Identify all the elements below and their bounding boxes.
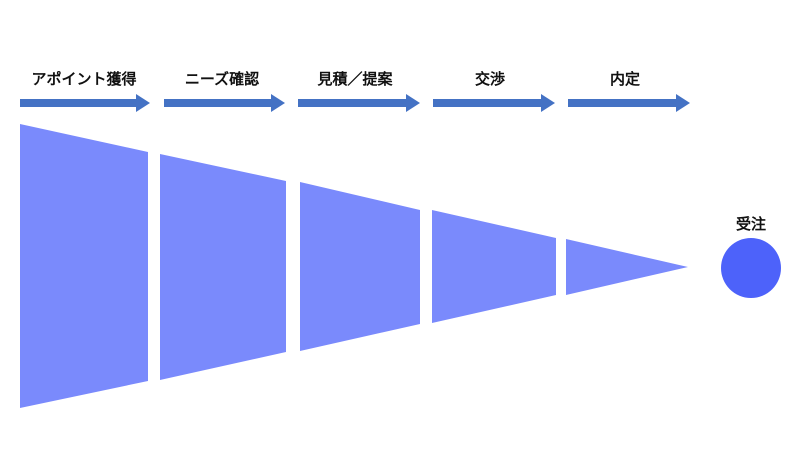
funnel-segment-apo: [20, 124, 148, 408]
stage-label-negotiation: 交渉: [475, 70, 505, 88]
stage-label-naitei: 内定: [610, 70, 640, 88]
stage-label-quote: 見積／提案: [316, 70, 393, 88]
stage-apo: アポイント獲得: [20, 70, 150, 408]
stage-naitei: 内定: [566, 70, 690, 295]
stage-quote: 見積／提案: [298, 70, 420, 351]
funnel-segment-quote: [300, 182, 420, 351]
stage-negotiation: 交渉: [432, 70, 556, 323]
goal-label: 受注: [736, 215, 766, 233]
funnel-segment-negotiation: [432, 210, 556, 323]
funnel-segment-naitei: [566, 239, 688, 295]
stage-arrow-negotiation: [433, 94, 555, 112]
stage-needs: ニーズ確認: [160, 70, 286, 380]
stage-label-needs: ニーズ確認: [185, 70, 259, 88]
stage-label-apo: アポイント獲得: [31, 70, 136, 88]
goal: 受注: [721, 215, 781, 298]
stage-arrow-apo: [20, 94, 150, 112]
stage-arrow-quote: [298, 94, 420, 112]
stage-arrow-needs: [164, 94, 285, 112]
stage-arrow-naitei: [568, 94, 690, 112]
goal-circle: [721, 238, 781, 298]
funnel-segment-needs: [160, 154, 286, 380]
